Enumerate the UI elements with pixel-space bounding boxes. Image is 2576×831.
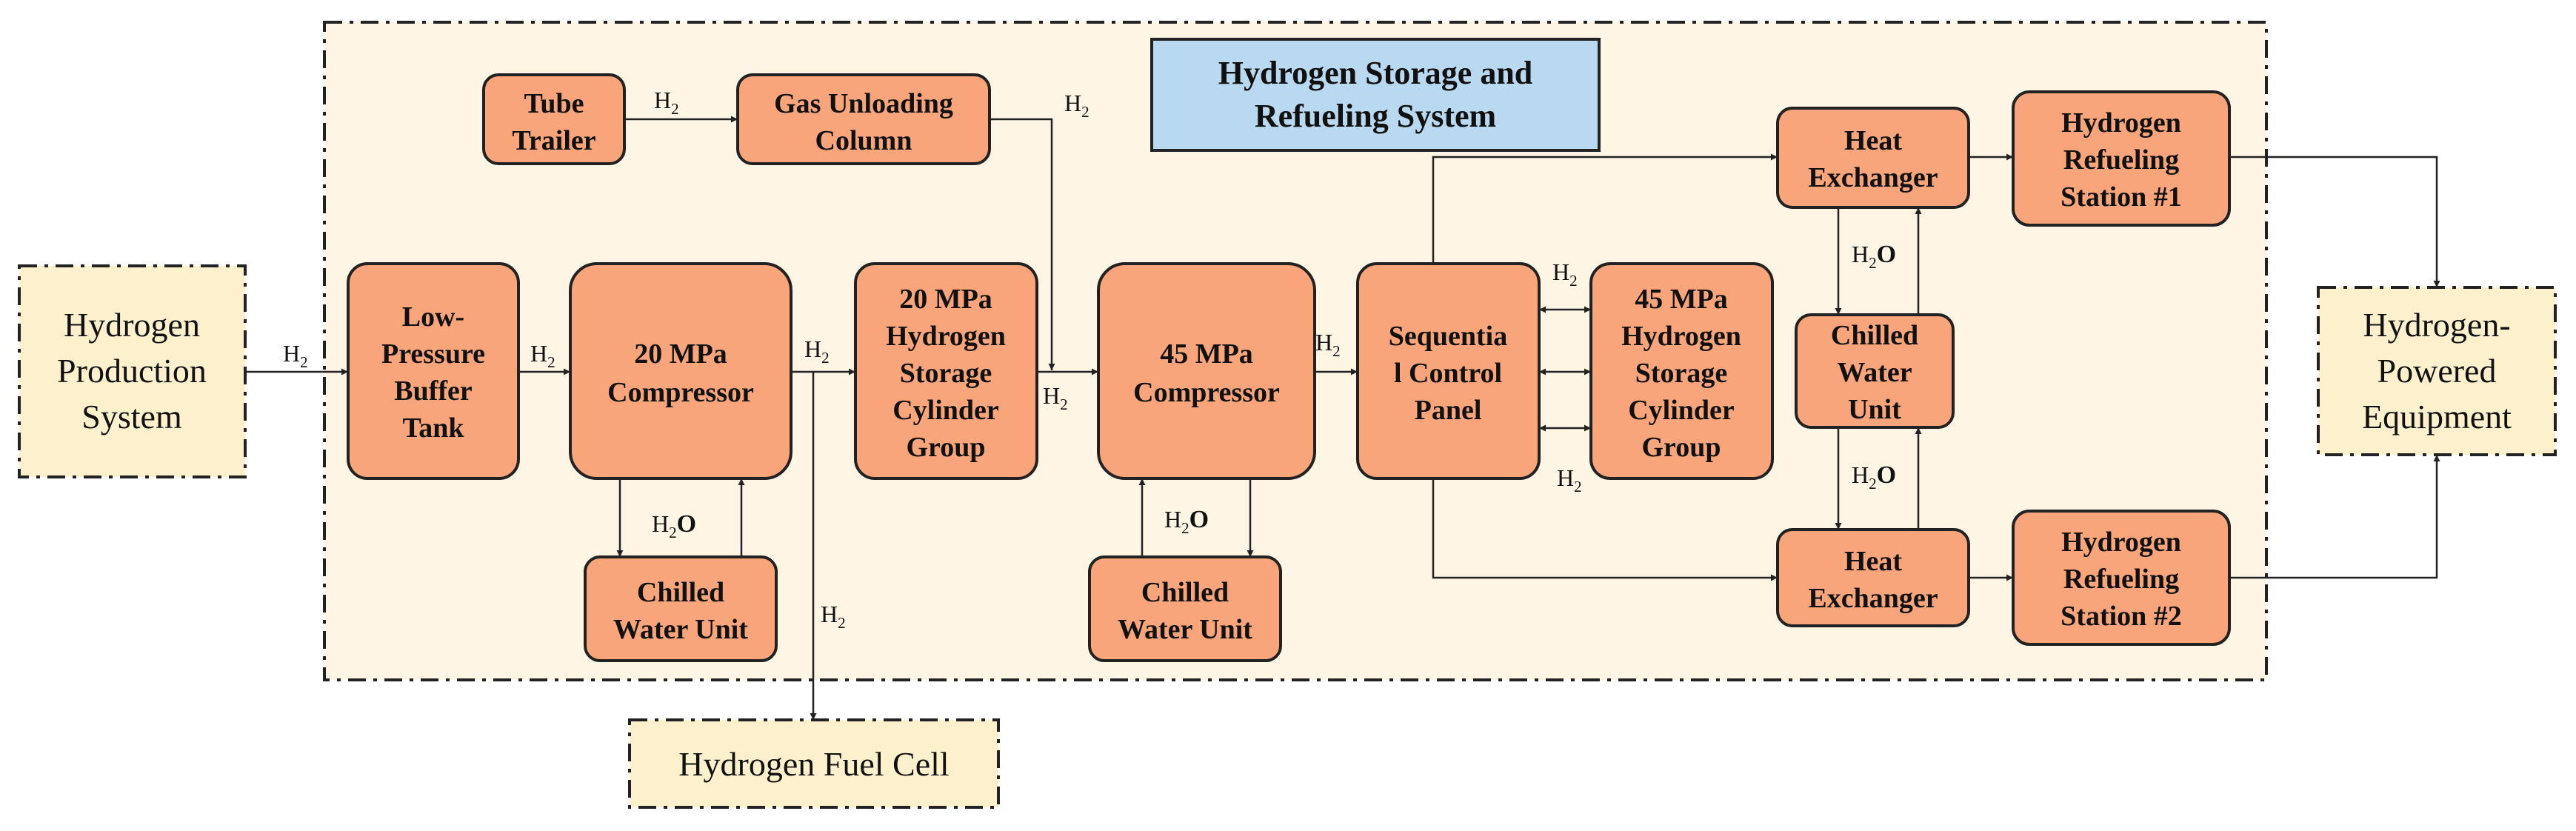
svg-text:Tube: Tube	[524, 88, 584, 119]
svg-text:Chilled: Chilled	[637, 577, 724, 608]
svg-text:Sequentia: Sequentia	[1389, 321, 1507, 352]
h2-label: H2	[804, 336, 830, 367]
svg-text:Hydrogen: Hydrogen	[886, 321, 1006, 352]
refueling-station-1: Hydrogen Refueling Station #1	[2012, 90, 2231, 227]
svg-text:Hydrogen Fuel Cell: Hydrogen Fuel Cell	[678, 745, 949, 783]
svg-text:Cylinder: Cylinder	[892, 395, 999, 426]
svg-text:Station #1: Station #1	[2061, 181, 2182, 213]
storage-cylinder-group-45mpa: 45 MPa Hydrogen Storage Cylinder Group	[1589, 262, 1774, 480]
flow-panel-to-heat-exchanger-2	[1432, 478, 1778, 581]
h2o-label: H2O	[1852, 461, 1896, 493]
svg-text:Station #2: Station #2	[2061, 601, 2182, 632]
svg-text:Exchanger: Exchanger	[1808, 162, 1938, 193]
storage-cylinder-group-20mpa: 20 MPa Hydrogen Storage Cylinder Group	[854, 262, 1038, 480]
svg-text:Unit: Unit	[1848, 394, 1901, 425]
title-line-1: Hydrogen Storage and	[1218, 55, 1533, 91]
svg-text:Hydrogen: Hydrogen	[2061, 107, 2181, 138]
svg-text:Hydrogen-: Hydrogen-	[2363, 306, 2510, 344]
svg-text:Refueling: Refueling	[2063, 144, 2179, 176]
svg-text:Group: Group	[906, 432, 985, 463]
svg-text:Chilled: Chilled	[1141, 577, 1229, 608]
svg-text:Water Unit: Water Unit	[613, 614, 748, 645]
title-line-2: Refueling System	[1255, 98, 1496, 134]
svg-text:Group: Group	[1641, 432, 1721, 463]
h2o-label: H2O	[1852, 241, 1896, 272]
low-pressure-buffer-tank: Low- Pressure Buffer Tank	[347, 262, 520, 480]
flow-station-1-to-equipment	[2229, 156, 2440, 287]
h2-label: H2	[283, 340, 308, 371]
chilled-water-unit-2: Chilled Water Unit	[1088, 555, 1282, 662]
svg-text:Water: Water	[1837, 357, 1912, 388]
svg-text:Chilled: Chilled	[1831, 320, 1918, 351]
h2-label: H2	[821, 601, 846, 632]
compressor-45mpa: 45 MPa Compressor	[1097, 262, 1316, 480]
compressor-20mpa: 20 MPa Compressor	[569, 262, 793, 480]
svg-text:Gas Unloading: Gas Unloading	[774, 88, 953, 119]
svg-text:Compressor: Compressor	[607, 377, 754, 408]
h2-label: H2	[1064, 90, 1090, 121]
hydrogen-production-system: Hydrogen Production System	[18, 264, 247, 478]
chilled-water-unit-3: Chilled Water Unit	[1795, 313, 1955, 429]
svg-text:Powered: Powered	[2378, 352, 2497, 390]
svg-text:Pressure: Pressure	[381, 338, 485, 370]
svg-text:20 MPa: 20 MPa	[634, 338, 727, 370]
svg-text:Hydrogen: Hydrogen	[2061, 527, 2181, 558]
hydrogen-powered-equipment: Hydrogen- Powered Equipment	[2317, 286, 2557, 456]
h2-label: H2	[1315, 329, 1341, 360]
flow-labels: H2 H2 H2 H2 H2 H2 H2 H2 H2 H2 H2O H2O H2…	[283, 87, 1896, 632]
system-title: Hydrogen Storage and Refueling System	[1150, 38, 1601, 152]
refueling-station-2: Hydrogen Refueling Station #2	[2012, 510, 2231, 646]
svg-text:Cylinder: Cylinder	[1628, 395, 1735, 426]
svg-text:System: System	[81, 398, 182, 435]
svg-text:Heat: Heat	[1844, 125, 1902, 156]
hydrogen-fuel-cell: Hydrogen Fuel Cell	[628, 718, 1000, 809]
flow-station-2-to-equipment	[2229, 455, 2440, 579]
heat-exchanger-2: Heat Exchanger	[1776, 528, 1970, 627]
svg-text:l Control: l Control	[1394, 358, 1502, 389]
svg-text:Panel: Panel	[1415, 395, 1482, 426]
h2-label: H2	[530, 340, 555, 371]
svg-text:Hydrogen: Hydrogen	[64, 306, 200, 344]
h2-label: H2	[654, 87, 679, 118]
h2-label: H2	[1552, 258, 1578, 290]
svg-text:Storage: Storage	[1635, 358, 1728, 389]
sequential-control-panel: Sequentia l Control Panel	[1356, 262, 1541, 480]
svg-text:Tank: Tank	[402, 413, 464, 444]
svg-text:45 MPa: 45 MPa	[1160, 338, 1253, 370]
tube-trailer: Tube Trailer	[482, 73, 626, 165]
svg-text:Low-: Low-	[402, 301, 464, 333]
heat-exchanger-1: Heat Exchanger	[1776, 107, 1970, 209]
svg-text:Trailer: Trailer	[512, 125, 595, 156]
svg-text:Water Unit: Water Unit	[1118, 614, 1252, 645]
h2-label: H2	[1557, 464, 1582, 495]
h2o-label: H2O	[652, 510, 696, 541]
gas-unloading-column: Gas Unloading Column	[736, 73, 991, 165]
svg-text:45 MPa: 45 MPa	[1635, 284, 1728, 315]
h2o-label: H2O	[1164, 506, 1209, 537]
svg-text:Hydrogen: Hydrogen	[1621, 321, 1741, 352]
svg-text:20 MPa: 20 MPa	[899, 284, 992, 315]
flow-unloading-to-line	[990, 118, 1055, 370]
flow-panel-to-heat-exchanger-1	[1432, 153, 1778, 264]
svg-text:Equipment: Equipment	[2362, 398, 2512, 435]
svg-text:Exchanger: Exchanger	[1808, 583, 1938, 614]
flow-lines	[245, 116, 2440, 720]
svg-text:Production: Production	[57, 352, 207, 390]
svg-text:Compressor: Compressor	[1133, 377, 1280, 408]
h2-label: H2	[1043, 382, 1068, 413]
chilled-water-unit-1: Chilled Water Unit	[584, 555, 778, 662]
svg-text:Refueling: Refueling	[2063, 564, 2179, 595]
svg-text:Heat: Heat	[1844, 546, 1902, 577]
svg-text:Storage: Storage	[900, 358, 992, 389]
svg-text:Column: Column	[815, 125, 912, 156]
svg-text:Buffer: Buffer	[394, 376, 473, 407]
